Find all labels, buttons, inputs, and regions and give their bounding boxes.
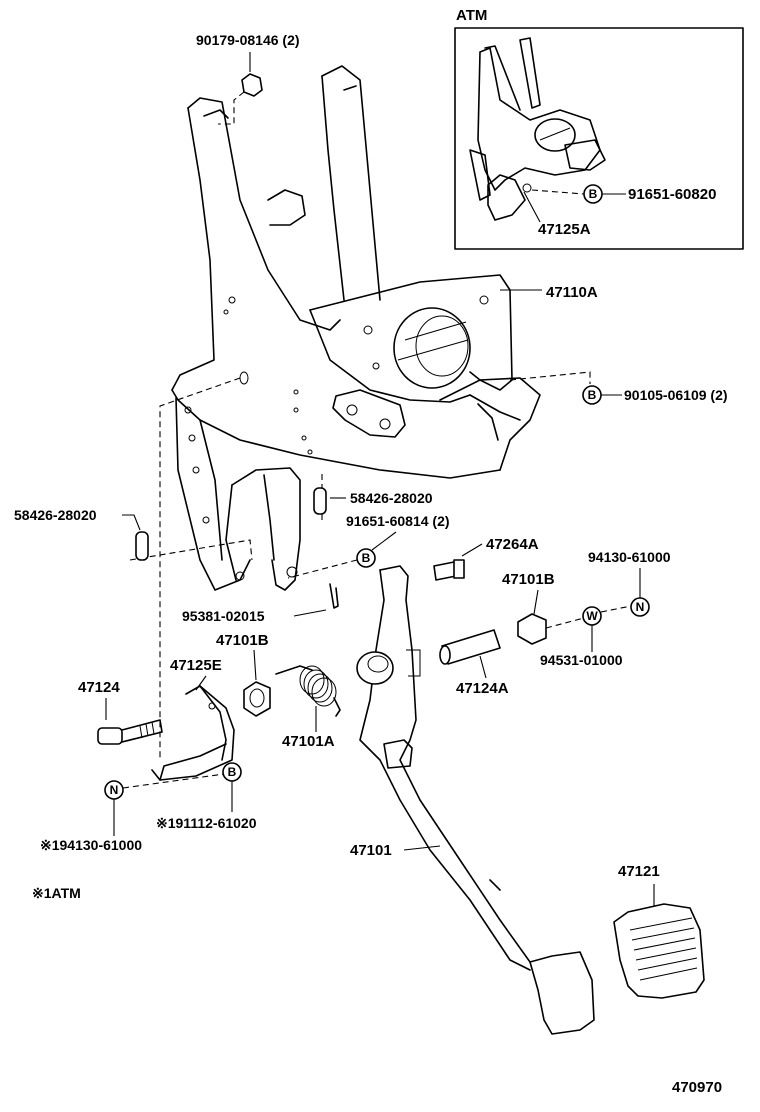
nut-right-marker-letter: N [636, 600, 645, 614]
pin-left-label: 58426-28020 [14, 507, 97, 523]
inset-bolt-marker-letter: B [589, 187, 598, 201]
figure-number: 470970 [672, 1079, 722, 1096]
pedal-arm-boss [356, 651, 394, 685]
pin-center-icon [313, 487, 327, 515]
washer-right-marker-letter: W [586, 609, 598, 623]
bolt-left-label: ※191112-61020 [156, 815, 257, 831]
inset-bolt-label: 91651-60820 [628, 186, 716, 203]
bolt-small-icon [433, 561, 457, 581]
pedal-arm [356, 565, 531, 971]
bolt-long-icon [97, 719, 163, 745]
pin-left-icon [135, 531, 149, 561]
cotter-pin-icon [329, 583, 339, 609]
nut-top-group: 90179-08146 (2) [196, 32, 300, 125]
bolt-right-label: 90105-06109 (2) [624, 387, 728, 403]
nut-right-label: 94130-61000 [588, 549, 671, 565]
pin-left-group: 58426-28020 [14, 507, 149, 561]
bolt-right-marker-letter: B [588, 388, 597, 402]
pedal-pad-label: 47121 [618, 863, 660, 880]
spring-label: 47101A [282, 733, 335, 750]
bushing-left-label: 47101B [216, 632, 269, 649]
bolt-small-label: 47264A [486, 536, 539, 553]
bolt-left-marker-letter: B [228, 765, 237, 779]
pin-center-group: 58426-28020 [313, 487, 433, 515]
support-bore [393, 307, 471, 389]
footnote-text: ※1ATM [32, 885, 81, 901]
collar-label: 47124A [456, 680, 509, 697]
collar-group: 47124A [439, 629, 509, 697]
nut-left-marker-letter: N [110, 783, 119, 797]
cotter-pin-label: 95381-02015 [182, 608, 265, 624]
inset-title: ATM [456, 7, 487, 24]
collar-icon [441, 629, 501, 665]
washer-right-label: 94531-01000 [540, 652, 623, 668]
pin-center-label: 58426-28020 [350, 490, 433, 506]
nut-top-icon [241, 73, 263, 97]
bushing-left-icon [243, 681, 271, 717]
bracket-e-icon [151, 685, 235, 781]
bolt-center-marker-letter: B [362, 551, 371, 565]
atm-inset: ATM B 91651-60820 47125A [454, 7, 744, 250]
support-label: 47110A [546, 284, 598, 301]
pedal-pad-group: 47121 [613, 863, 705, 999]
bolt-long-label: 47124 [78, 679, 120, 696]
bushing-right-icon [517, 613, 547, 645]
nut-left-label: ※194130-61000 [40, 837, 142, 853]
bolt-small-group: 47264A [433, 536, 539, 581]
bolt-center-label: 91651-60814 (2) [346, 513, 450, 529]
nut-right-marker [630, 597, 650, 617]
bracket-e-label: 47125E [170, 657, 222, 674]
inset-bracket-label: 47125A [538, 221, 591, 238]
pedal-support-bracket [129, 65, 591, 760]
inset-frame [454, 27, 744, 250]
pedal-foot [529, 951, 595, 1035]
spring-group: 47101A [275, 665, 341, 750]
nut-top-label: 90179-08146 (2) [196, 32, 300, 48]
pedal-pad-icon [613, 903, 705, 999]
inset-bracket-drawing [469, 37, 606, 221]
bolt-center-marker [356, 548, 376, 568]
bushing-right-label: 47101B [502, 571, 555, 588]
pedal-arm-label: 47101 [350, 842, 392, 859]
